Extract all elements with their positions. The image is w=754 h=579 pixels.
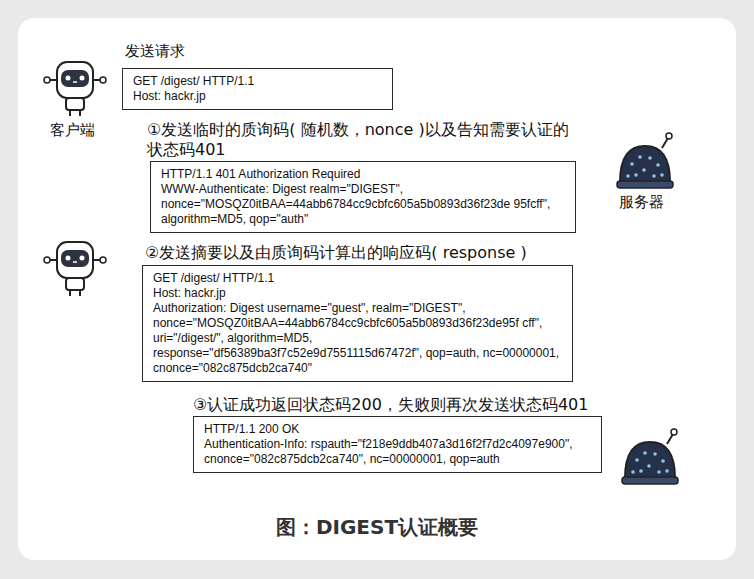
step-heading: ②发送摘要以及由质询码计算出的响应码( response ) xyxy=(145,243,585,263)
http-line: HTTP/1.1 200 OK xyxy=(204,422,593,437)
message-box: ①发送临时的质询码( 随机数，nonce )以及告知需要认证的 状态码401HT… xyxy=(150,120,576,233)
http-line: HTTP/1.1 401 Authorization Required xyxy=(161,167,567,182)
http-message-frame: HTTP/1.1 200 OKAuthentication-Info: rspa… xyxy=(193,416,602,473)
http-line: WWW-Authenticate: Digest realm="DIGEST",… xyxy=(161,182,567,227)
client-robot xyxy=(44,242,106,296)
http-line: Host: hackr.jp xyxy=(153,286,564,301)
client-robot xyxy=(44,62,106,116)
role-label: 客户端 xyxy=(50,121,95,139)
http-line: GET /digest/ HTTP/1.1 xyxy=(153,271,564,286)
figure-caption: 图：DIGEST认证概要 xyxy=(0,514,754,540)
step-heading: ①发送临时的质询码( 随机数，nonce )以及告知需要认证的 状态码401 xyxy=(147,120,581,160)
step-heading: 发送请求 xyxy=(125,41,387,61)
message-box: 发送请求 GET /digest/ HTTP/1.1Host: hackr.jp xyxy=(122,41,393,110)
http-message-frame: GET /digest/ HTTP/1.1Host: hackr.jp xyxy=(122,68,393,110)
http-line: Authentication-Info: rspauth="f218e9ddb4… xyxy=(204,437,593,467)
http-line: GET /digest/ HTTP/1.1 xyxy=(133,74,384,89)
server-robot xyxy=(617,133,673,188)
http-line: Host: hackr.jp xyxy=(133,89,384,104)
http-message-frame: GET /digest/ HTTP/1.1Host: hackr.jpAutho… xyxy=(142,265,573,382)
step-heading: ③认证成功返回状态码200，失败则再次发送状态码401 xyxy=(193,395,613,415)
message-box: ③认证成功返回状态码200，失败则再次发送状态码401HTTP/1.1 200 … xyxy=(193,395,602,473)
http-line: Authorization: Digest username="guest", … xyxy=(153,301,564,376)
role-label: 服务器 xyxy=(619,193,664,211)
message-box: ②发送摘要以及由质询码计算出的响应码( response )GET /diges… xyxy=(142,243,573,382)
http-message-frame: HTTP/1.1 401 Authorization RequiredWWW-A… xyxy=(150,161,576,233)
server-robot xyxy=(622,429,678,484)
